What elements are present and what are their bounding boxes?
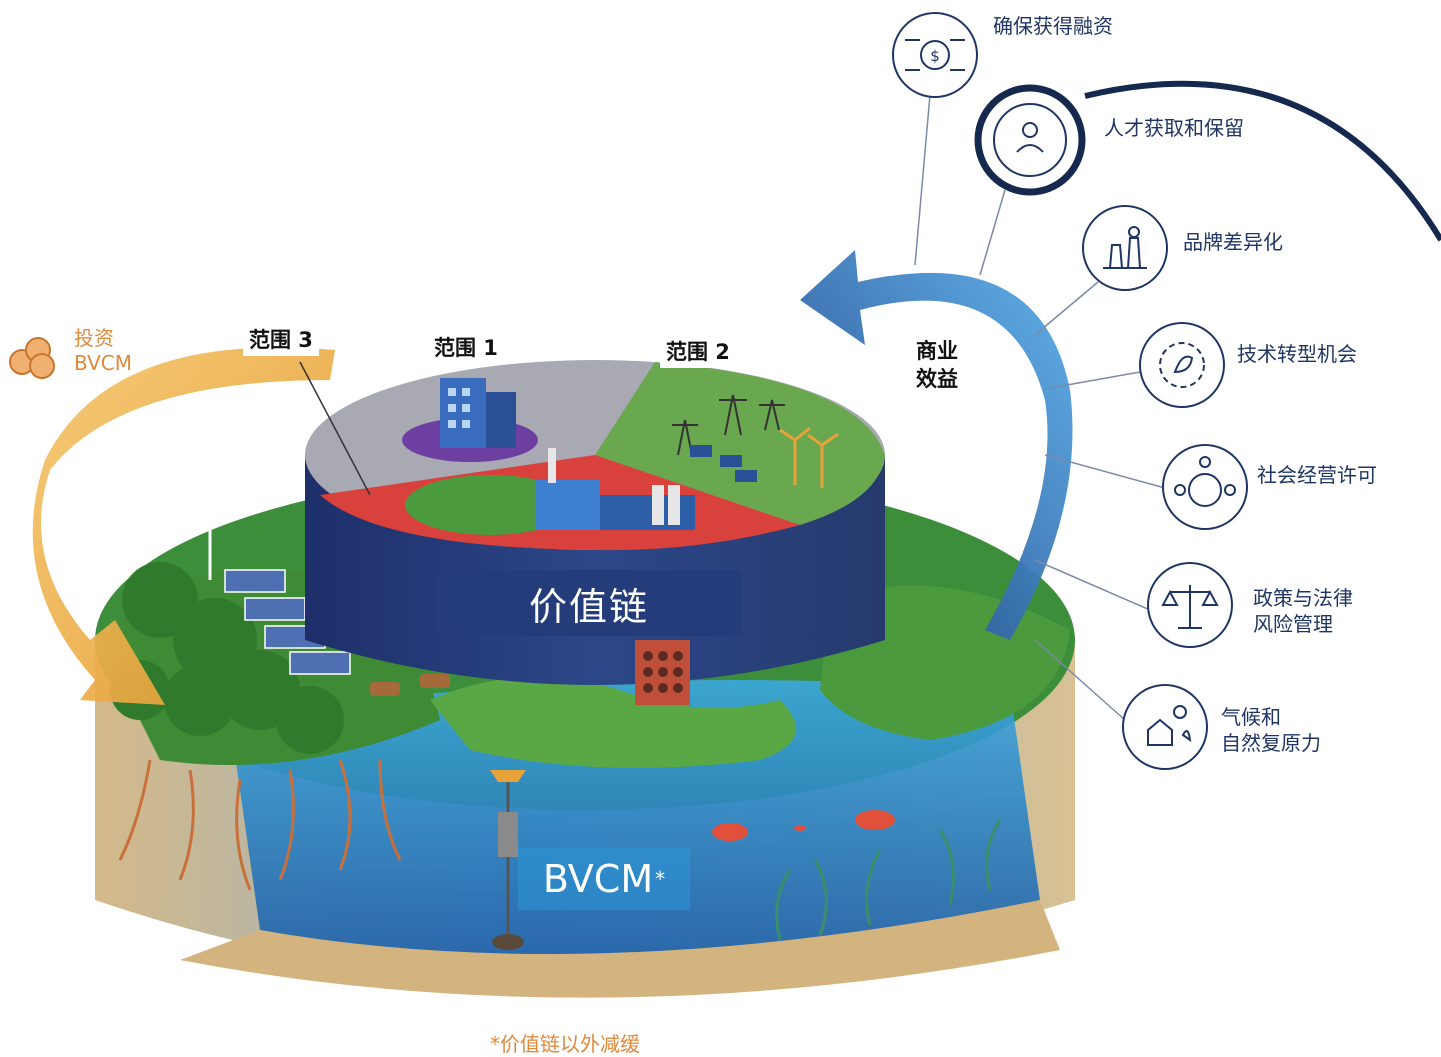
invest-label-line2: BVCM bbox=[74, 351, 133, 375]
benefit-label-policy-line1: 政策与法律 bbox=[1253, 586, 1353, 610]
benefit-label-brand: 品牌差异化 bbox=[1180, 228, 1286, 256]
house-weather-icon bbox=[1122, 684, 1208, 770]
scope3-label: 范围 3 bbox=[243, 322, 319, 356]
bvcm-box: BVCM* bbox=[518, 848, 690, 910]
benefit-label-climate-line1: 气候和 bbox=[1221, 705, 1281, 729]
svg-text:$: $ bbox=[930, 47, 940, 65]
scope2-label: 范围 2 bbox=[660, 334, 736, 368]
factory-icon bbox=[535, 448, 695, 530]
value-chain-title-text: 价值链 bbox=[528, 584, 649, 629]
fish bbox=[712, 810, 895, 841]
handshake-money-icon: $ bbox=[892, 12, 978, 98]
person-cycle-icon bbox=[974, 84, 1086, 196]
benefit-label-talent: 人才获取和保留 bbox=[1101, 114, 1247, 142]
forest bbox=[110, 562, 344, 754]
solar-array bbox=[690, 445, 757, 482]
wind-turbine-icon bbox=[179, 470, 236, 580]
scope1-label: 范围 1 bbox=[428, 330, 504, 364]
power-pylons bbox=[672, 394, 785, 456]
carbon-storage-well bbox=[490, 770, 526, 950]
livestock bbox=[370, 674, 450, 696]
benefit-label-tech: 技术转型机会 bbox=[1234, 340, 1360, 368]
gear-leaf-icon bbox=[1139, 322, 1225, 408]
bvcm-asterisk: * bbox=[655, 867, 666, 891]
invest-label: 投资 BVCM bbox=[74, 326, 132, 376]
invest-label-line1: 投资 bbox=[74, 326, 114, 350]
chess-pieces-icon bbox=[1082, 205, 1168, 291]
business-benefits-title: 商业 效益 bbox=[908, 335, 966, 395]
benefit-label-policy-line2: 风险管理 bbox=[1253, 612, 1333, 636]
bvcm-label: BVCM bbox=[542, 857, 654, 901]
benefit-label-finance: 确保获得融资 bbox=[990, 12, 1116, 40]
mangrove-roots bbox=[118, 759, 402, 891]
value-chain-title: 价值链 bbox=[436, 570, 742, 636]
wind-turbines bbox=[779, 426, 839, 488]
benefit-label-social-license: 社会经营许可 bbox=[1254, 461, 1380, 489]
seaweed bbox=[775, 819, 1002, 941]
benefit-label-policy: 政策与法律 风险管理 bbox=[1250, 584, 1356, 638]
benefit-label-climate-line2: 自然复原力 bbox=[1221, 731, 1321, 755]
scope3-pointer bbox=[299, 361, 371, 496]
scales-icon bbox=[1147, 562, 1233, 648]
direct-air-capture-unit bbox=[635, 640, 690, 705]
globe-people-icon bbox=[1162, 444, 1248, 530]
highlight-arc bbox=[1084, 80, 1441, 242]
benefit-connectors bbox=[914, 94, 1166, 721]
benefit-arrow bbox=[800, 250, 1073, 640]
office-building-icon bbox=[440, 378, 516, 448]
business-benefits-title-line1: 商业 bbox=[916, 339, 958, 363]
footnote: *价值链以外减缓 bbox=[490, 1032, 640, 1056]
benefit-label-climate: 气候和 自然复原力 bbox=[1218, 703, 1324, 757]
business-benefits-title-line2: 效益 bbox=[916, 367, 958, 391]
coins-icon bbox=[9, 337, 55, 379]
